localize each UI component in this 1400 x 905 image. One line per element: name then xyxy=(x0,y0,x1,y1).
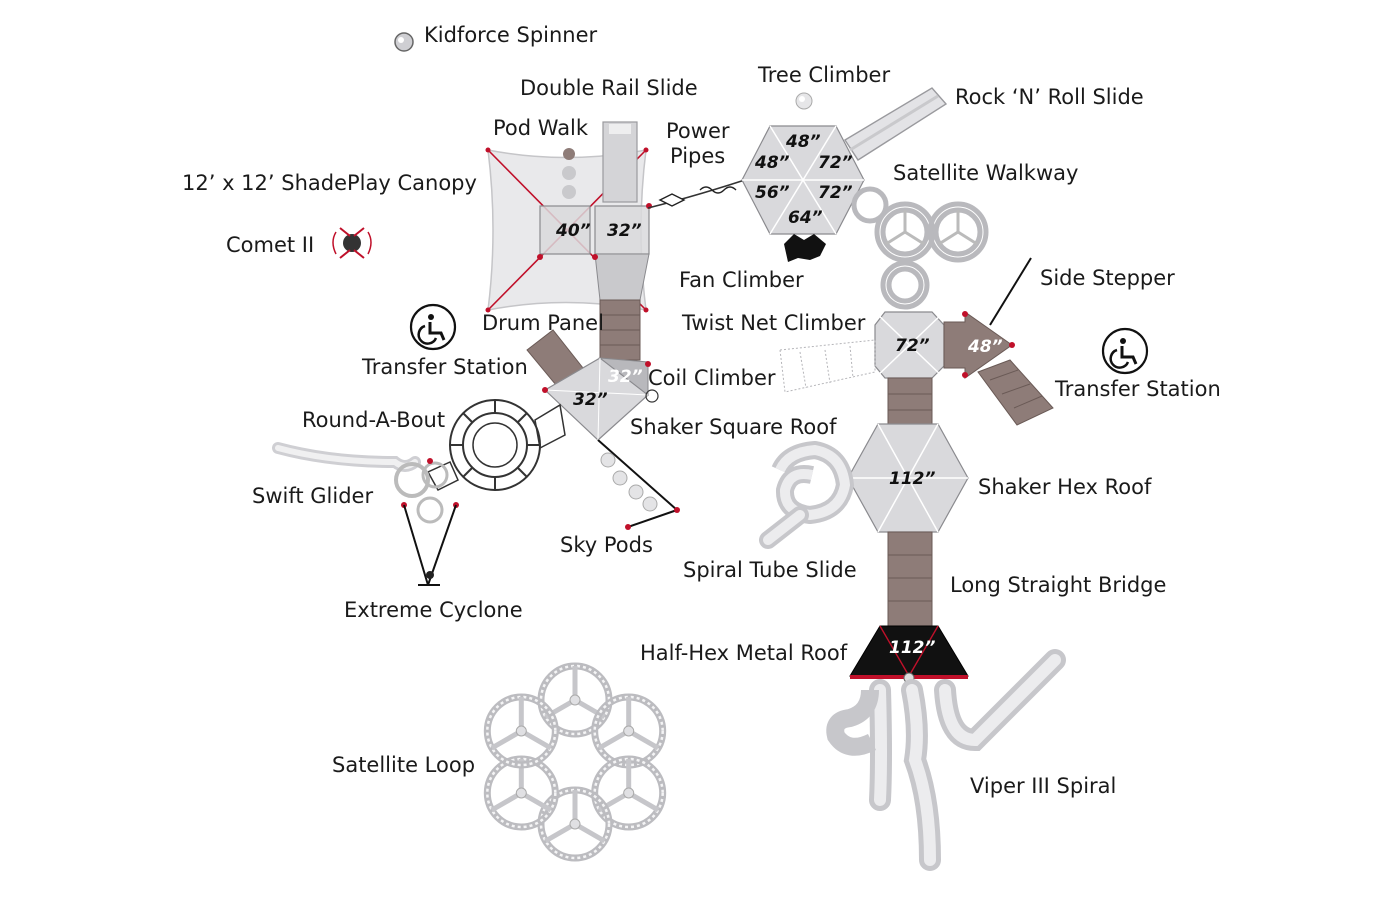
label-transfer-station-right: Transfer Station xyxy=(1054,377,1221,401)
dim-stepper-deck: 48” xyxy=(967,337,1003,357)
dim-hex-top-c: 72” xyxy=(818,153,853,173)
long-straight-bridge xyxy=(887,531,933,627)
satellite-loop-ring xyxy=(591,755,667,831)
kidforce-spinner xyxy=(394,32,414,52)
swift-glider xyxy=(272,442,459,524)
half-hex-metal-roof: 112” xyxy=(849,625,969,684)
extreme-cyclone xyxy=(403,504,457,586)
double-rail-slide xyxy=(602,121,638,203)
label-swift-glider: Swift Glider xyxy=(252,484,373,508)
dim-square-deck-a: 32” xyxy=(573,390,608,410)
satellite-loop xyxy=(483,662,667,862)
canopy-decks: 40” 32” xyxy=(537,203,652,301)
label-drum-panel: Drum Panel xyxy=(482,311,604,335)
label-round-a-bout: Round-A-Bout xyxy=(302,408,445,432)
label-twist-net-climber: Twist Net Climber xyxy=(681,311,866,335)
comet-ii xyxy=(332,227,372,259)
sky-pods xyxy=(597,439,680,530)
shaker-square-roof: 32” 32” xyxy=(542,357,651,441)
dim-hex-top-b: 48” xyxy=(754,153,790,173)
dim-canopy-deck-b: 32” xyxy=(607,221,642,241)
label-long-straight-bridge: Long Straight Bridge xyxy=(950,573,1166,597)
label-shaker-square-roof: Shaker Square Roof xyxy=(630,415,837,439)
top-hex-tower: 48” 48” 72” 56” 72” 64” xyxy=(741,125,865,235)
spiral-tube-slide xyxy=(759,440,855,549)
tree-climber xyxy=(795,92,813,110)
label-pod-walk: Pod Walk xyxy=(493,116,589,140)
wheelchair-icon xyxy=(1101,327,1149,375)
wheelchair-icon xyxy=(409,303,457,351)
rock-n-roll-slide xyxy=(844,87,948,161)
satellite-loop-ring xyxy=(483,693,559,769)
dim-hex-top-e: 72” xyxy=(818,183,853,203)
round-a-bout xyxy=(426,399,566,491)
pod-walk xyxy=(562,148,576,199)
transfer-station-right-steps xyxy=(977,359,1054,426)
label-sky-pods: Sky Pods xyxy=(560,533,653,557)
dim-square-deck-b: 32” xyxy=(608,367,643,387)
dim-canopy-deck-a: 40” xyxy=(555,221,591,241)
canopy-bridge xyxy=(599,299,641,361)
dim-hex-roof: 112” xyxy=(889,469,935,489)
label-power-pipes-2: Pipes xyxy=(670,144,725,168)
label-tree-climber: Tree Climber xyxy=(757,63,890,87)
label-satellite-walkway: Satellite Walkway xyxy=(893,161,1078,185)
dim-twist-deck: 72” xyxy=(895,336,930,356)
label-transfer-station-left: Transfer Station xyxy=(361,355,528,379)
viper-iii-spiral xyxy=(826,649,1066,871)
satellite-loop-ring xyxy=(591,693,667,769)
label-double-rail-slide: Double Rail Slide xyxy=(520,76,698,100)
coil-climber xyxy=(645,389,659,403)
dim-hex-top-a: 48” xyxy=(785,132,821,152)
label-viper-iii-spiral: Viper III Spiral xyxy=(970,774,1116,798)
label-fan-climber: Fan Climber xyxy=(679,268,804,292)
twist-deck-tower: 72” xyxy=(874,311,945,379)
twist-hex-bridge xyxy=(887,377,933,427)
twist-net-climber xyxy=(779,339,876,393)
label-rock-n-roll-slide: Rock ‘N’ Roll Slide xyxy=(955,85,1144,109)
satellite-loop-ring xyxy=(483,755,559,831)
label-kidforce-spinner: Kidforce Spinner xyxy=(424,23,598,47)
label-half-hex-metal-roof: Half-Hex Metal Roof xyxy=(640,641,848,665)
label-shadeplay-canopy: 12’ x 12’ ShadePlay Canopy xyxy=(182,171,477,195)
side-stepper: 48” xyxy=(943,257,1032,379)
label-power-pipes-1: Power xyxy=(666,119,730,143)
label-shaker-hex-roof: Shaker Hex Roof xyxy=(978,475,1152,499)
dim-hex-top-d: 56” xyxy=(755,183,790,203)
label-satellite-loop: Satellite Loop xyxy=(332,753,475,777)
label-extreme-cyclone: Extreme Cyclone xyxy=(344,598,523,622)
dim-half-hex-roof: 112” xyxy=(889,638,935,658)
shaker-hex-roof: 112” xyxy=(847,423,969,533)
label-side-stepper: Side Stepper xyxy=(1040,266,1175,290)
label-comet-ii: Comet II xyxy=(226,233,314,257)
label-coil-climber: Coil Climber xyxy=(648,366,776,390)
satellite-walkway xyxy=(851,186,989,310)
fan-climber xyxy=(784,234,826,262)
dim-hex-top-f: 64” xyxy=(788,208,823,228)
label-spiral-tube-slide: Spiral Tube Slide xyxy=(683,558,857,582)
